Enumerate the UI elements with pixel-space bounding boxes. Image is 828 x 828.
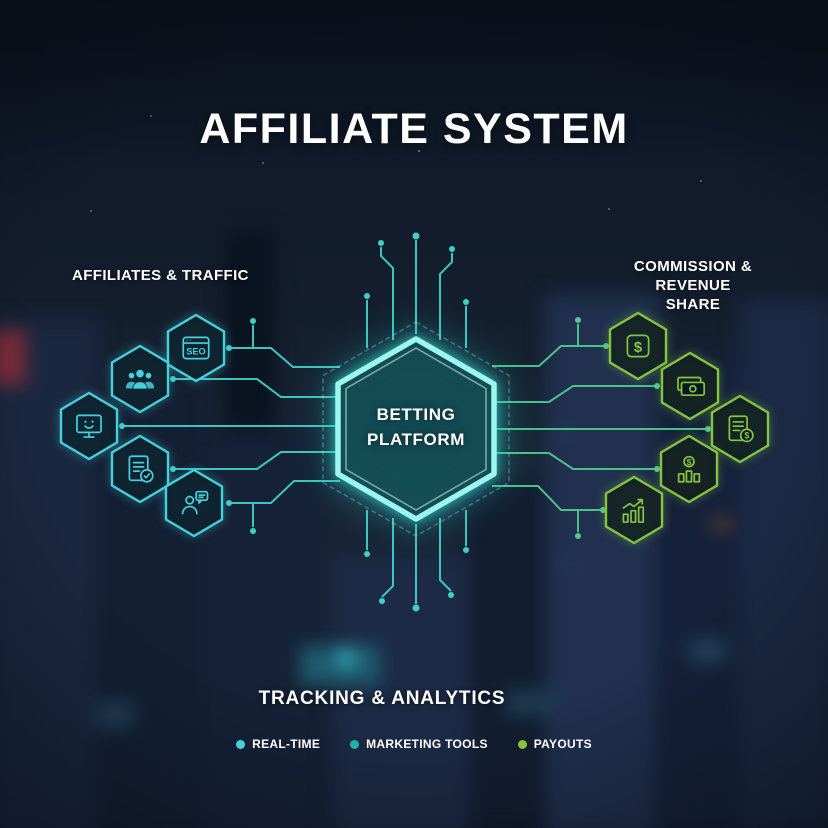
hexagon-frame — [110, 434, 170, 504]
legend-item-marketing-tools: MARKETING TOOLS — [350, 737, 488, 751]
legend: REAL-TIME MARKETING TOOLS PAYOUTS — [0, 737, 828, 751]
hex-badge-team — [109, 344, 171, 414]
hexagon-frame — [166, 313, 226, 383]
center-node-label: BETTING PLATFORM — [367, 405, 465, 449]
svg-text:$: $ — [744, 431, 749, 441]
hex-badge-banknotes — [659, 351, 721, 421]
hexagon-frame — [659, 434, 719, 504]
banknotes-icon — [673, 369, 707, 403]
hex-badge-support — [163, 468, 225, 538]
monitor-chat-icon — [72, 409, 106, 443]
hexagon-frame — [164, 468, 224, 538]
hex-badge-seo: SEO — [165, 313, 227, 383]
legend-bullet-green-icon — [517, 739, 527, 749]
page-title: AFFILIATE SYSTEM — [199, 104, 629, 153]
hex-badge-report — [109, 434, 171, 504]
legend-bullet-teal-icon — [350, 739, 360, 749]
legend-item-payouts: PAYOUTS — [517, 737, 592, 751]
legend-label: PAYOUTS — [533, 737, 592, 751]
support-chat-icon — [177, 486, 211, 520]
hexagon-frame — [110, 344, 170, 414]
hex-badge-dollar-card: $ — [607, 311, 669, 381]
invoice-dollar-icon: $ — [723, 412, 757, 446]
legend-label: REAL-TIME — [252, 737, 321, 751]
bottom-heading: TRACKING & ANALYTICS — [258, 688, 506, 709]
hex-badge-invoice: $ — [709, 394, 771, 464]
left-group-label: AFFILIATES & TRAFFIC — [72, 267, 249, 284]
right-group-label: COMMISSION & REVENUE SHARE — [633, 258, 753, 313]
growth-chart-icon — [617, 493, 651, 527]
coin-stack-icon: $ — [672, 452, 706, 486]
dollar-card-icon: $ — [621, 329, 655, 363]
seo-browser-icon: SEO — [179, 331, 213, 365]
hex-badge-coins: $ — [658, 434, 720, 504]
hexagon-frame — [59, 391, 119, 461]
center-hexagon — [322, 321, 510, 537]
report-check-icon — [123, 452, 157, 486]
svg-text:$: $ — [687, 457, 692, 467]
hex-badge-monitor — [58, 391, 120, 461]
team-icon — [126, 369, 154, 389]
legend-label: MARKETING TOOLS — [366, 737, 488, 751]
hexagon-frame — [710, 394, 770, 464]
svg-text:$: $ — [634, 340, 643, 356]
hex-badge-growth — [603, 475, 665, 545]
legend-bullet-cyan-icon — [236, 739, 246, 749]
hexagon-frame — [608, 311, 668, 381]
legend-item-real-time: REAL-TIME — [236, 737, 320, 751]
svg-text:SEO: SEO — [186, 347, 205, 357]
